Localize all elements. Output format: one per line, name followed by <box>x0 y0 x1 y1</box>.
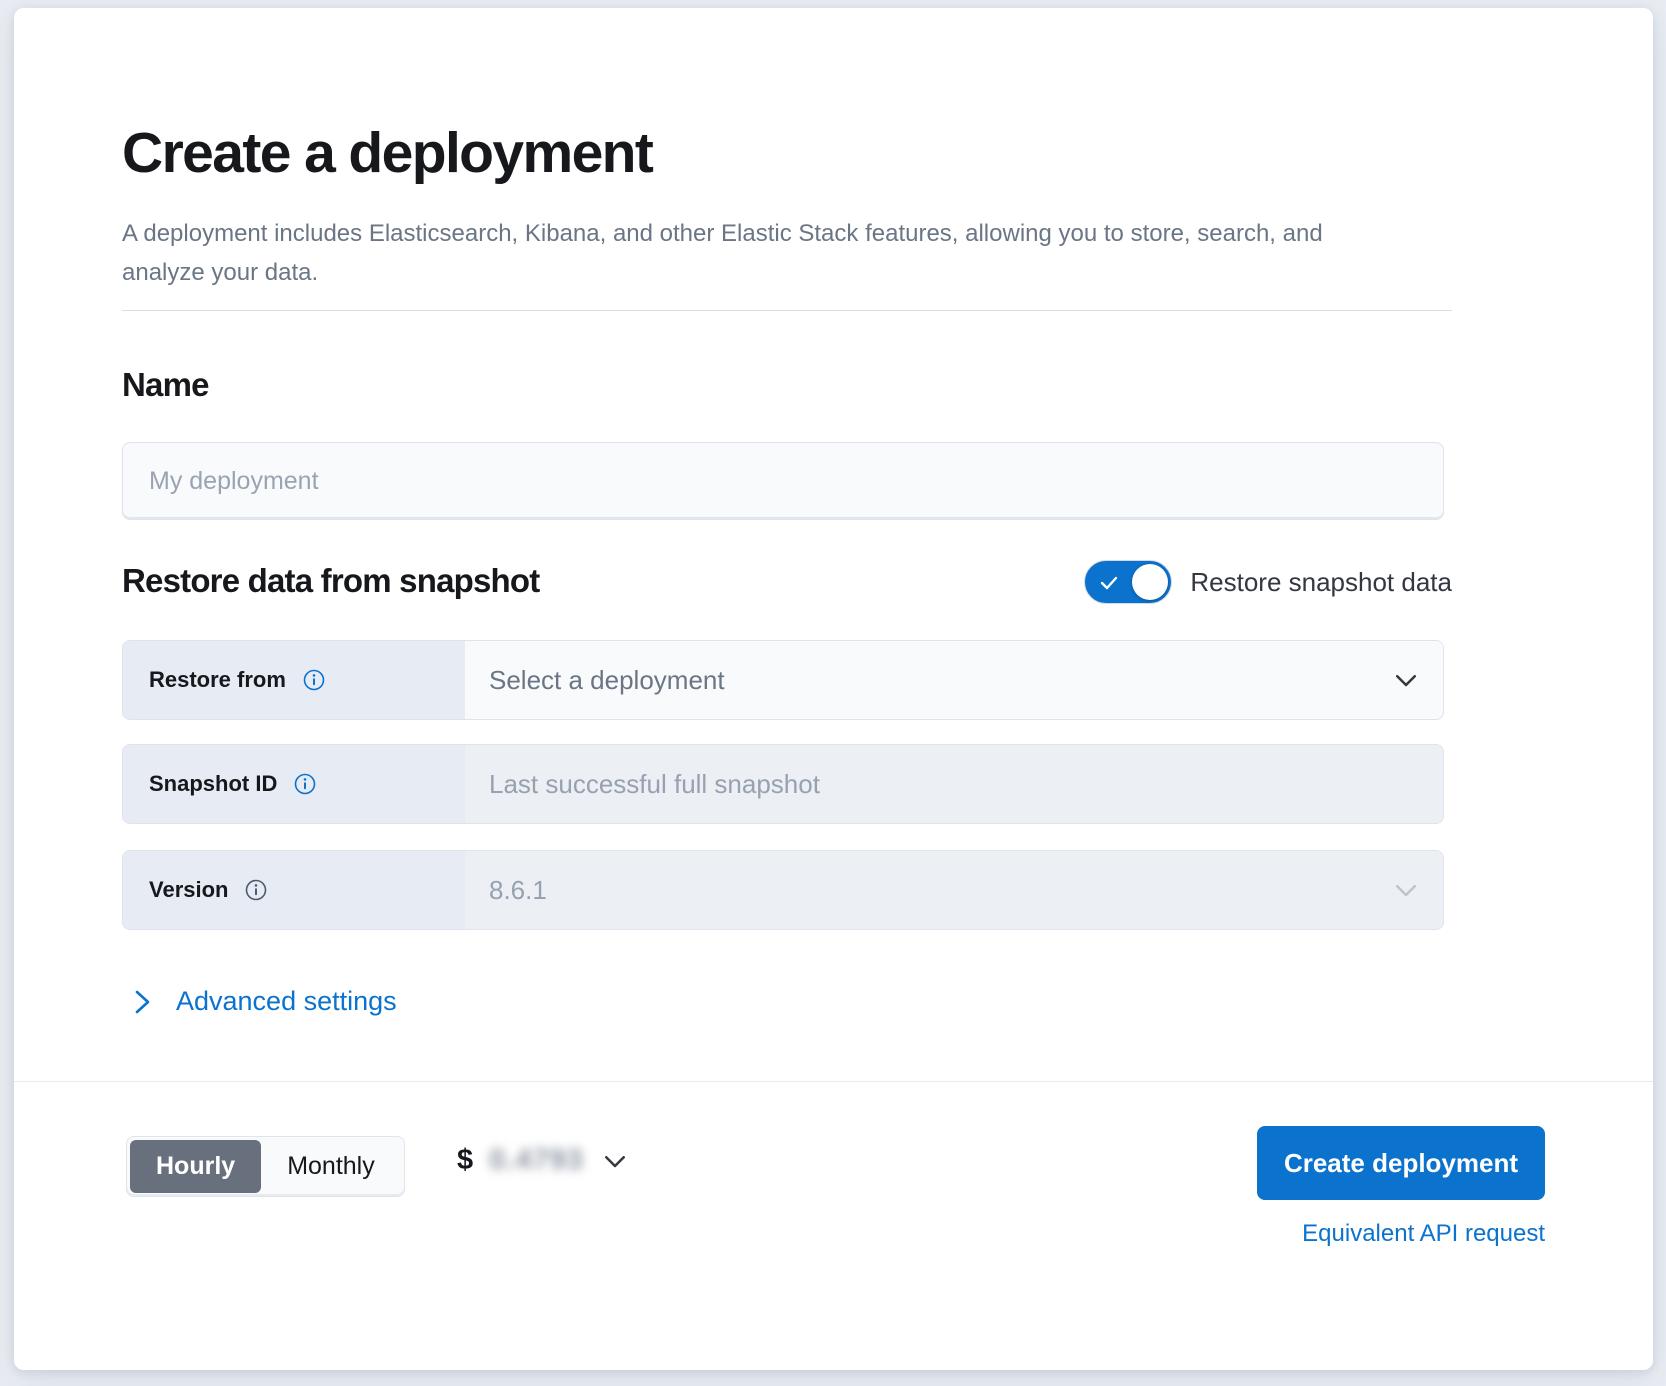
footer-content: Hourly Monthly $ 0.4793 Create deploymen… <box>122 1082 1545 1370</box>
create-deployment-card: Create a deployment A deployment include… <box>14 8 1653 1370</box>
field-version[interactable]: Version 8.6.1 <box>122 850 1444 930</box>
name-section-heading: Name <box>122 366 209 403</box>
price-display[interactable]: $ 0.4793 <box>457 1144 630 1177</box>
chevron-down-icon[interactable] <box>1391 665 1421 695</box>
deployment-name-placeholder: My deployment <box>149 466 319 495</box>
field-version-label-cell: Version <box>123 851 465 929</box>
field-restore-from-label: Restore from <box>149 667 286 692</box>
chevron-down-icon[interactable] <box>1391 875 1421 905</box>
equivalent-api-request-link[interactable]: Equivalent API request <box>1302 1220 1545 1247</box>
info-icon[interactable] <box>244 878 268 902</box>
deployment-name-input[interactable]: My deployment <box>122 442 1444 520</box>
chevron-down-icon[interactable] <box>600 1146 630 1176</box>
billing-option-monthly[interactable]: Monthly <box>261 1140 401 1193</box>
field-snapshot-id[interactable]: Snapshot ID Last successful full snapsho… <box>122 744 1444 824</box>
billing-period-segmented-control[interactable]: Hourly Monthly <box>126 1136 405 1197</box>
create-deployment-button[interactable]: Create deployment <box>1257 1126 1545 1200</box>
page-title: Create a deployment <box>122 121 654 185</box>
restore-section-heading: Restore data from snapshot <box>122 562 540 599</box>
field-restore-from[interactable]: Restore from Select a deployment <box>122 640 1444 720</box>
field-restore-from-value: Select a deployment <box>489 664 725 695</box>
card-body: Create a deployment A deployment include… <box>14 8 1653 1081</box>
field-restore-from-value-cell[interactable]: Select a deployment <box>465 641 1443 719</box>
info-icon[interactable] <box>293 772 317 796</box>
price-currency-symbol: $ <box>457 1144 474 1176</box>
field-version-value-cell[interactable]: 8.6.1 <box>465 851 1443 929</box>
info-icon[interactable] <box>302 668 326 692</box>
field-version-label: Version <box>149 877 229 902</box>
restore-snapshot-toggle[interactable] <box>1084 560 1173 604</box>
advanced-settings-toggle[interactable]: Advanced settings <box>132 986 397 1017</box>
field-snapshot-id-label-cell: Snapshot ID <box>123 745 465 823</box>
field-restore-from-label-cell: Restore from <box>123 641 465 719</box>
field-snapshot-id-label: Snapshot ID <box>149 771 278 796</box>
chevron-right-icon <box>135 990 150 1013</box>
check-icon <box>1101 576 1118 590</box>
page-description: A deployment includes Elasticsearch, Kib… <box>122 220 1323 286</box>
field-version-value: 8.6.1 <box>489 874 547 905</box>
field-snapshot-id-value-cell[interactable]: Last successful full snapshot <box>465 745 1443 823</box>
billing-option-hourly[interactable]: Hourly <box>130 1140 262 1193</box>
field-snapshot-id-value: Last successful full snapshot <box>489 768 820 799</box>
price-amount: 0.4793 <box>489 1144 584 1176</box>
toggle-knob <box>1132 564 1169 600</box>
advanced-settings-label: Advanced settings <box>176 986 397 1016</box>
restore-snapshot-toggle-row[interactable]: Restore snapshot data <box>1084 560 1452 604</box>
restore-snapshot-toggle-label: Restore snapshot data <box>1190 566 1452 597</box>
header-divider <box>122 310 1452 311</box>
card-footer: Hourly Monthly $ 0.4793 Create deploymen… <box>14 1081 1653 1370</box>
